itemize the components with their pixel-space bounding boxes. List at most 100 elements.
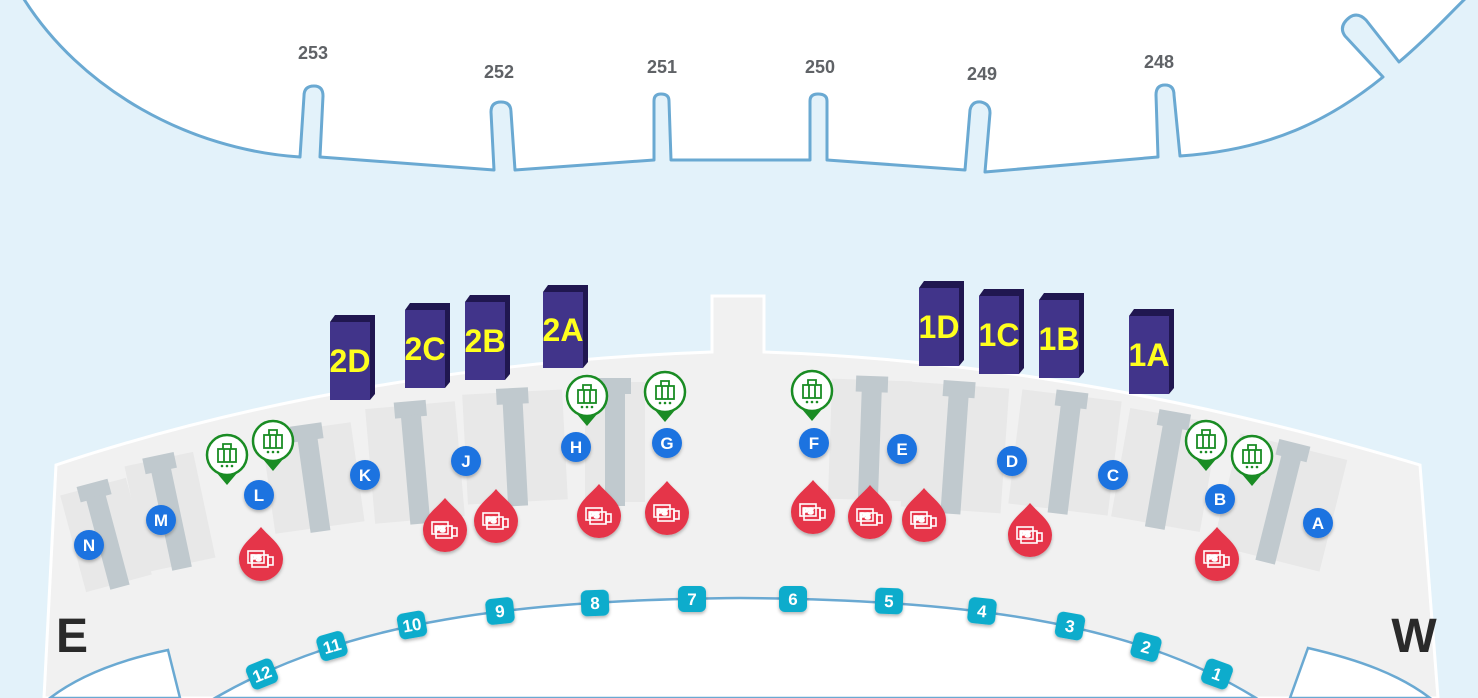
exit-3[interactable]: 3: [1054, 611, 1086, 641]
counter-badges: N M L K J H G F E D C B A: [74, 428, 1333, 560]
hall-1d[interactable]: 1D: [919, 281, 964, 366]
passenger-service-marker[interactable]: PS: [423, 498, 467, 552]
passenger-service-marker[interactable]: PS: [577, 484, 621, 538]
exit-12[interactable]: 12: [244, 657, 280, 692]
counter-l[interactable]: L: [244, 480, 274, 510]
counter-e[interactable]: E: [887, 434, 917, 464]
gate-251[interactable]: 251: [647, 57, 677, 77]
baggage-icon: [263, 429, 283, 449]
hall-2d[interactable]: 2D: [330, 315, 375, 400]
hall-2b[interactable]: 2B: [465, 295, 510, 380]
exit-2[interactable]: 2: [1129, 631, 1163, 663]
exit-6[interactable]: 6: [779, 586, 807, 612]
passenger-service-marker[interactable]: PS: [239, 527, 283, 581]
baggage-service-marker[interactable]: [205, 433, 249, 485]
exit-7[interactable]: 7: [678, 586, 706, 612]
compass-east: E: [56, 610, 88, 663]
gate-250[interactable]: 250: [805, 57, 835, 77]
pin-head: [1230, 434, 1274, 478]
baggage-service-marker[interactable]: [565, 374, 609, 426]
hall-2c[interactable]: 2C: [405, 303, 450, 388]
svg-text:PS: PS: [435, 525, 446, 534]
pin-head: [251, 419, 295, 463]
drop-pin: [848, 485, 892, 539]
counter-desk: [1047, 404, 1081, 515]
counter-a[interactable]: A: [1303, 508, 1333, 538]
counter-n[interactable]: N: [74, 530, 104, 560]
gate-248[interactable]: 248: [1144, 52, 1174, 72]
counter-m[interactable]: M: [146, 505, 176, 535]
passenger-service-marker[interactable]: PS: [1195, 527, 1239, 581]
exit-4[interactable]: 4: [967, 597, 998, 626]
baggage-service-marker[interactable]: [790, 369, 834, 421]
counter-k[interactable]: K: [350, 460, 380, 490]
baggage-icon: [802, 379, 822, 399]
counter-label: C: [1107, 466, 1119, 485]
counter-f[interactable]: F: [799, 428, 829, 458]
hall-1b[interactable]: 1B: [1039, 293, 1084, 378]
counter-badge: [1303, 508, 1333, 538]
gate-253[interactable]: 253: [298, 43, 328, 63]
counter-g[interactable]: G: [652, 428, 682, 458]
counter-b[interactable]: B: [1205, 484, 1235, 514]
svg-text:PS: PS: [589, 511, 600, 520]
exit-8[interactable]: 8: [580, 589, 610, 617]
check-in-island: [827, 375, 913, 505]
passenger-service-marker[interactable]: PS: [902, 488, 946, 542]
counter-badge: [561, 432, 591, 462]
passenger-service-marker[interactable]: PS: [474, 489, 518, 543]
counter-label: D: [1006, 452, 1018, 471]
baggage-service-marker[interactable]: [643, 370, 687, 422]
counter-label: A: [1312, 514, 1324, 533]
passenger-service-marker[interactable]: PS: [1008, 503, 1052, 557]
exit-10[interactable]: 10: [396, 610, 428, 640]
svg-text:PS: PS: [657, 508, 668, 517]
exit-5[interactable]: 5: [874, 587, 904, 615]
exit-label: 8: [590, 594, 600, 613]
baggage-service-marker[interactable]: [1184, 419, 1228, 471]
counter-badge: [997, 446, 1027, 476]
baggage-service-marker[interactable]: [1230, 434, 1274, 486]
baggage-service-marker[interactable]: [251, 419, 295, 471]
gate-252[interactable]: 252: [484, 62, 514, 82]
gate-249[interactable]: 249: [967, 64, 997, 84]
counter-j[interactable]: J: [451, 446, 481, 476]
passenger-service-marker[interactable]: PS: [791, 480, 835, 534]
exit-badge: [678, 586, 706, 612]
passenger-service-marker[interactable]: PS: [645, 481, 689, 535]
exit-9[interactable]: 9: [485, 597, 516, 626]
exit-label: 10: [401, 614, 423, 636]
counter-desk: [85, 493, 130, 590]
counter-d[interactable]: D: [997, 446, 1027, 476]
hall-block: [979, 296, 1019, 374]
hall-block: [1039, 300, 1079, 378]
exit-1[interactable]: 1: [1199, 657, 1234, 691]
counter-label: G: [660, 434, 673, 453]
hall-2a[interactable]: 2A: [543, 285, 588, 368]
baggage-icon: [217, 443, 237, 463]
counter-badge: [146, 505, 176, 535]
counter-badge: [74, 530, 104, 560]
counter-h[interactable]: H: [561, 432, 591, 462]
counter-badge: [1098, 460, 1128, 490]
exit-label: 6: [788, 590, 797, 609]
counter-c[interactable]: C: [1098, 460, 1128, 490]
counter-badge: [1205, 484, 1235, 514]
hall-label: 1C: [979, 317, 1020, 353]
exit-badge: [967, 597, 997, 625]
check-in-island: [900, 380, 1010, 515]
hall-1a[interactable]: 1A: [1129, 309, 1174, 394]
hall-label: 2A: [543, 312, 584, 348]
arrivals-building: [47, 648, 182, 698]
passenger-service-icon: PS: [910, 511, 937, 529]
satellite-building: [22, 0, 1466, 174]
baggage-icon: [577, 384, 597, 404]
passenger-service-marker[interactable]: PS: [848, 485, 892, 539]
counter-desk: [495, 387, 529, 405]
exit-11[interactable]: 11: [315, 630, 349, 663]
hall-1c[interactable]: 1C: [979, 289, 1024, 374]
counter-desk: [857, 389, 882, 505]
check-in-island: [60, 477, 152, 593]
